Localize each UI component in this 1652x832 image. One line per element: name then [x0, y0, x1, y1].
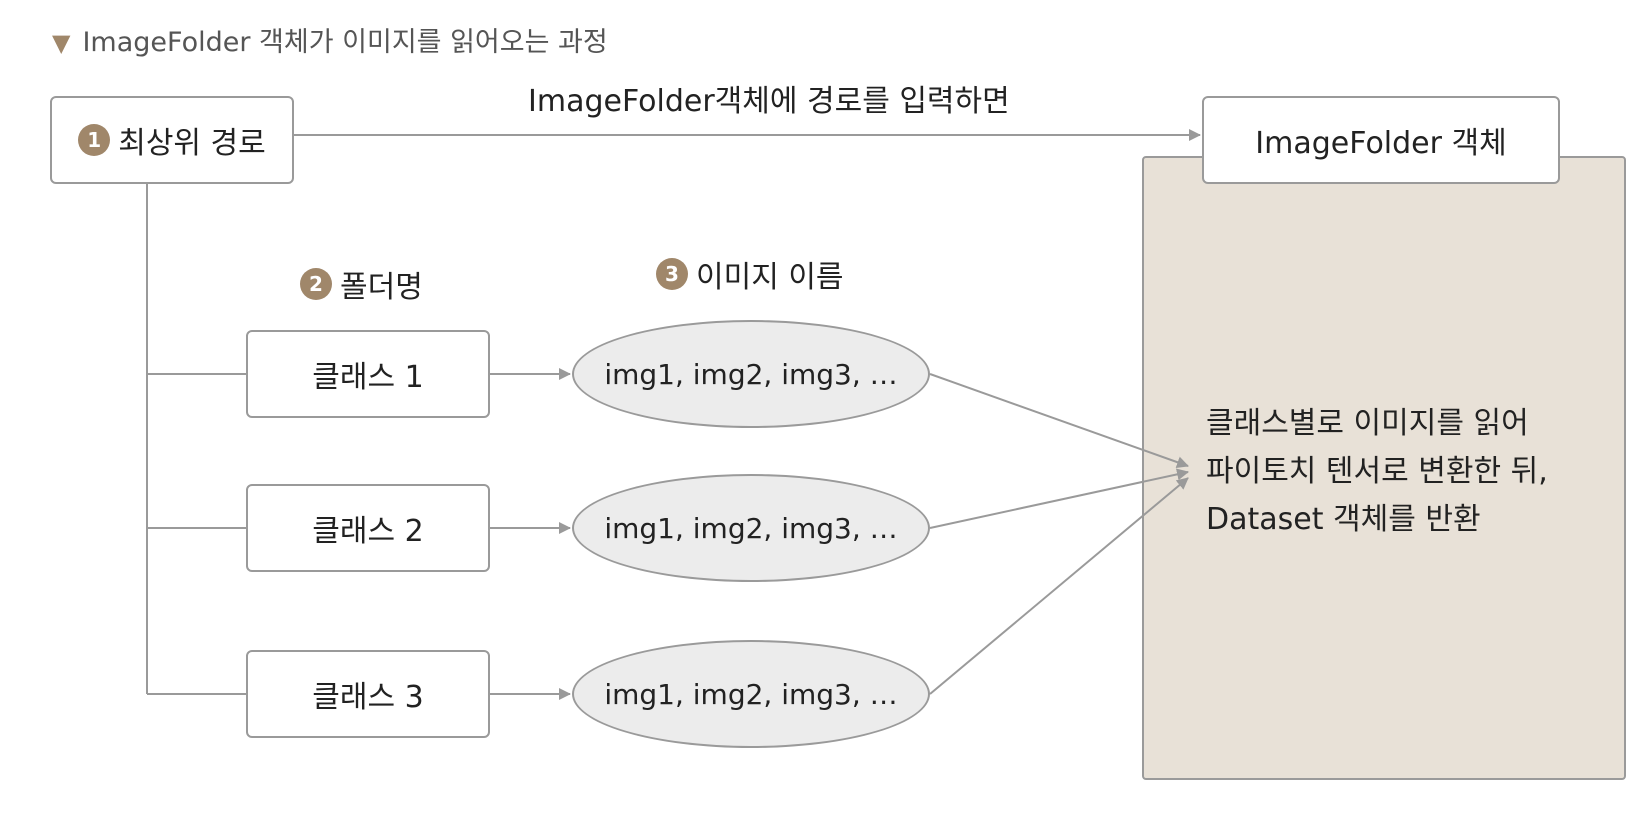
root-path-label: 최상위 경로: [118, 126, 266, 161]
image-list-ellipse: img1, img2, img3, …: [572, 320, 930, 428]
step-number-badge: 3: [656, 258, 688, 290]
arrow-label: ImageFolder객체에 경로를 입력하면: [528, 84, 1010, 119]
image-list-ellipse: img1, img2, img3, …: [572, 474, 930, 582]
folder-name-heading-label: 폴더명: [340, 270, 423, 305]
images-to-dataset-arrow-2: [929, 468, 1189, 529]
triangle-marker-icon: ▼: [52, 29, 71, 57]
result-line: 파이토치 텐서로 변환한 뒤,: [1206, 454, 1548, 489]
caption-text: ImageFolder 객체가 이미지를 읽어오는 과정: [82, 27, 608, 58]
images-to-dataset-arrow-3: [929, 477, 1189, 695]
image-name-heading: 3 이미지 이름: [656, 252, 844, 296]
result-line: 클래스별로 이미지를 읽어: [1206, 406, 1529, 441]
folder-name-heading: 2 폴더명: [300, 262, 423, 306]
class-box: 클래스 3: [246, 650, 490, 738]
class-box: 클래스 1: [246, 330, 490, 418]
image-list-label: img1, img2, img3, …: [604, 677, 898, 711]
dataset-object-panel: [1142, 156, 1626, 780]
class-label: 클래스 1: [312, 360, 424, 395]
image-list-ellipse: img1, img2, img3, …: [572, 640, 930, 748]
root-path-box: 1 최상위 경로: [50, 96, 294, 184]
class-label: 클래스 3: [312, 680, 424, 715]
class-label: 클래스 2: [312, 514, 424, 549]
dataset-result-text: 클래스별로 이미지를 읽어 파이토치 텐서로 변환한 뒤, Dataset 객체…: [1206, 400, 1548, 544]
image-list-label: img1, img2, img3, …: [604, 357, 898, 391]
image-list-label: img1, img2, img3, …: [604, 511, 898, 545]
imagefolder-object-label: ImageFolder 객체: [1255, 126, 1507, 161]
imagefolder-object-box: ImageFolder 객체: [1202, 96, 1560, 184]
step-number-badge: 2: [300, 268, 332, 300]
class-box: 클래스 2: [246, 484, 490, 572]
result-line: Dataset 객체를 반환: [1206, 502, 1481, 537]
image-name-heading-label: 이미지 이름: [696, 260, 844, 295]
images-to-dataset-arrow-1: [929, 373, 1189, 468]
figure-caption: ▼ ImageFolder 객체가 이미지를 읽어오는 과정: [52, 20, 608, 59]
step-number-badge: 1: [78, 124, 111, 156]
